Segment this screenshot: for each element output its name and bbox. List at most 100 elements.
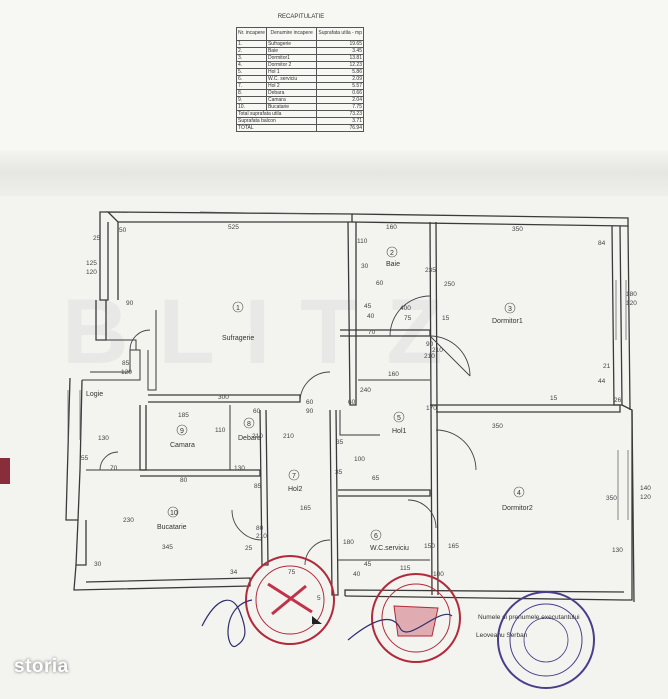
dimension-label: 525 [228,224,239,231]
dimension-label: 210 [283,433,294,440]
dimension-label: 110 [357,238,368,245]
recap-total-value: 76.94 [316,124,364,132]
executant-label: Numele si prenumele executantului [478,614,580,621]
dimension-label: 150 [424,543,435,550]
dimension-label: 130 [234,465,245,472]
room-1-name: Sufragerie [222,335,254,342]
room-7-number: 7 [292,473,296,480]
dimension-label: 100 [354,456,365,463]
dimension-label: 5 [317,595,321,602]
dimension-label: 70 [110,465,118,472]
dimension-label: 210 [252,433,263,440]
dimension-label: 350 [492,423,503,430]
dimension-label: 70 [368,329,376,336]
room-5-number: 5 [397,415,401,422]
dimension-label: 185 [178,412,189,419]
dimension-label: 210 [256,533,267,540]
dimension-label: 165 [300,505,311,512]
signature [201,599,453,647]
recap-title: RECAPITULATIE [277,14,325,20]
dimension-label: 230 [123,517,134,524]
dimension-label: 120 [640,494,651,501]
dimension-label: 60 [306,399,314,406]
room-6-number: 6 [374,533,378,540]
dimension-label: 85 [254,483,262,490]
dimension-label: 45 [364,561,372,568]
plan-sheet [0,196,668,699]
dimension-label: 40 [367,313,375,320]
dimension-label: 55 [81,455,89,462]
dimension-label: 210 [424,353,435,360]
dimension-label: 160 [386,224,397,231]
dimension-label: 30 [361,263,369,270]
room-9-name: Camara [170,442,195,449]
room-10-name: Bucatarie [157,524,187,531]
room-5-name: Hol1 [392,428,407,435]
dimension-label: 60 [253,408,261,415]
dimension-label: 90 [426,341,434,348]
edge-mark [0,458,10,484]
dimension-label: 120 [121,369,132,376]
room-1-number: 1 [236,305,240,312]
paper-fold [0,150,668,205]
dimension-label: 110 [215,427,226,434]
executant-name: Leoveanu Serban [476,632,528,639]
room-8-name: Debara [238,435,261,442]
dimension-label: 180 [343,539,354,546]
dimension-label: 130 [98,435,109,442]
dimension-label: 250 [444,281,455,288]
dimension-label: 210 [432,347,443,354]
dimension-label: 60 [376,280,384,287]
dimension-label: 345 [162,544,173,551]
dimension-label: 160 [388,371,399,378]
dimension-label: 140 [640,485,651,492]
dimension-label: 45 [364,303,372,310]
dimension-label: 65 [372,475,380,482]
dimension-label: 15 [442,315,450,322]
dimension-label: 40 [353,571,361,578]
dimension-label: 90 [126,300,134,307]
room-3-number: 3 [508,306,512,313]
recap-total-label: TOTAL [235,124,318,132]
dimension-label: 80 [256,525,264,532]
loggia-label: Logie [86,391,103,398]
dimension-label: 75 [404,315,412,322]
dimension-label: 21 [603,363,611,370]
dimension-label: 75 [288,569,296,576]
room-10-number: 10 [170,510,178,517]
dimension-label: 80 [180,477,188,484]
stamp-right [497,591,595,689]
dimension-label: 26 [614,397,622,404]
dimension-label: 170 [426,405,437,412]
dimension-label: 35 [335,469,343,476]
stamp-left [245,555,335,645]
room-9-number: 9 [180,428,184,435]
room-2-number: 2 [390,250,394,257]
dimension-label: 350 [512,226,523,233]
dimension-label: 240 [360,387,371,394]
dimension-label: 44 [598,378,606,385]
north-arrow-icon [312,616,322,624]
room-3-name: Dormitor1 [492,318,523,325]
room-4-number: 4 [517,490,521,497]
room-4-name: Dormitor2 [502,505,533,512]
dimension-label: 100 [433,571,444,578]
dimension-label: 34 [230,569,238,576]
dimension-label: 30 [94,561,102,568]
dimension-label: 60 [348,399,356,406]
room-7-name: Hol2 [288,486,303,493]
dimension-label: 300 [218,394,229,401]
dimension-label: 50 [119,227,127,234]
dimension-label: 350 [606,495,617,502]
dimension-label: 180 [626,291,637,298]
dimension-label: 85 [122,360,130,367]
dimension-label: 84 [598,240,606,247]
watermark: BLITZ [62,281,473,383]
dimension-label: 400 [400,305,411,312]
recap-table: Nr. incapere Denumire incapere Suprafata… [235,27,364,132]
dimension-label: 125 [86,260,97,267]
dimension-label: 120 [86,269,97,276]
stamp-center [371,573,461,663]
dimension-label: 90 [306,408,314,415]
